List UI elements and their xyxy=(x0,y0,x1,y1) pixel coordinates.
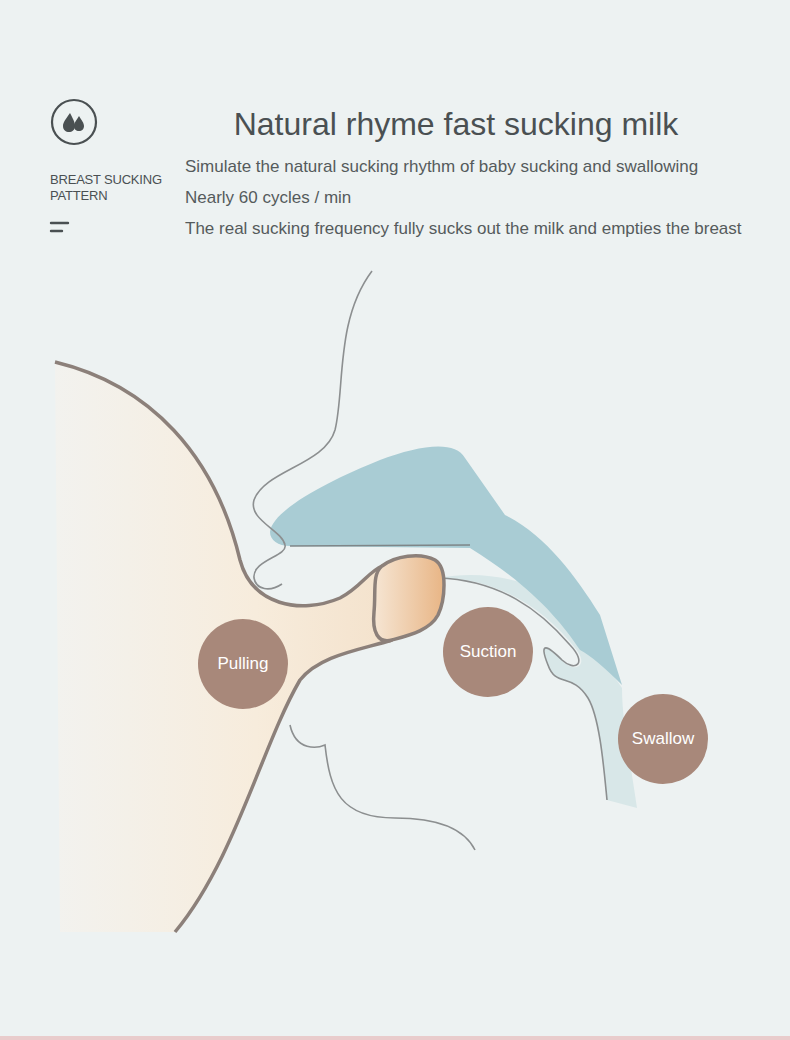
description-line: Nearly 60 cycles / min xyxy=(185,188,351,208)
nipple xyxy=(374,556,444,641)
description-line: Simulate the natural sucking rhythm of b… xyxy=(185,157,698,177)
bottom-bar xyxy=(0,1036,790,1040)
step-label: Suction xyxy=(460,642,517,662)
baby-upper-face xyxy=(253,271,372,589)
breast xyxy=(55,362,390,932)
step-circle: Pulling xyxy=(198,619,288,709)
section-label: BREAST SUCKING PATTERN xyxy=(50,172,170,203)
step-circle: Suction xyxy=(443,607,533,697)
description-line: The real sucking frequency fully sucks o… xyxy=(185,219,742,239)
step-label: Pulling xyxy=(217,654,268,674)
step-label: Swallow xyxy=(632,729,694,749)
menu-dash xyxy=(51,223,68,231)
title: Natural rhyme fast sucking milk xyxy=(234,106,679,143)
step-circle: Swallow xyxy=(618,694,708,784)
throat xyxy=(438,575,637,808)
mouth-roof xyxy=(290,545,470,546)
baby-lower-face xyxy=(290,725,475,850)
drop-icon xyxy=(52,100,96,144)
